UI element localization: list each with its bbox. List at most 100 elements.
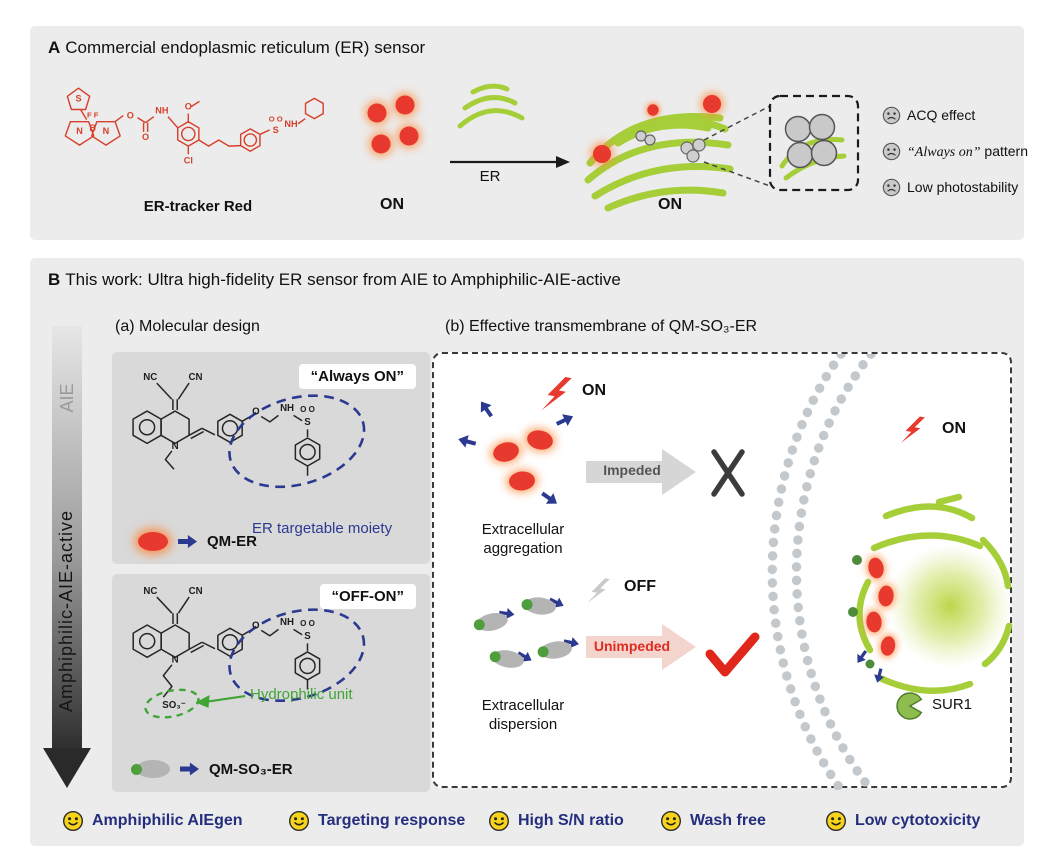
aie-axis-arrow — [52, 326, 82, 750]
er-tracker-name: ER-tracker Red — [143, 198, 253, 215]
smiley-icon — [488, 810, 510, 832]
zoom-box — [768, 94, 860, 192]
card-qm-er: “Always ON” — [112, 352, 430, 564]
atom-label: O — [252, 620, 260, 631]
sur1-label: SUR1 — [932, 696, 973, 713]
atom-label: NC — [143, 586, 157, 597]
aggregation-label: Extracellular aggregation — [481, 521, 565, 557]
atom-label: NH — [155, 106, 168, 116]
atom-label: NH — [284, 119, 297, 129]
atom-label: O — [142, 132, 149, 142]
er-tracker-bonds — [64, 87, 324, 155]
er-moiety-ellipse — [228, 608, 366, 702]
panel-a-label: A — [48, 38, 61, 57]
qm-so3-bonds — [132, 596, 321, 698]
magnify-lines — [703, 105, 771, 187]
panel-a-scene — [350, 83, 860, 212]
reaction-arrow — [450, 156, 570, 168]
state-on-left: ON — [380, 196, 404, 213]
er-mini-icon — [457, 83, 525, 129]
atom-label: N — [172, 441, 179, 452]
atom-label: O O — [269, 115, 283, 124]
axis-label-amphiphilic: Amphiphilic-AIE-active — [56, 509, 76, 713]
atom-label: S — [304, 417, 311, 428]
heading-transmembrane: (b) Effective transmembrane of QM-SO₃-ER — [445, 318, 758, 335]
benefit-text: Low cytotoxicity — [855, 812, 981, 829]
transmembrane-scene — [456, 354, 1013, 790]
transmembrane-box: ON Extracellular aggregation Impeded OFF… — [432, 352, 1013, 790]
state-on-outside: ON — [582, 382, 606, 399]
smiley-icon — [825, 810, 847, 832]
drawback-always-on: “Always on” pattern — [882, 142, 1028, 161]
cell-membrane — [767, 354, 876, 790]
hydrophilic-dot-icon — [131, 763, 142, 775]
impeded-label: Impeded — [603, 462, 661, 478]
unimpeded-arrow — [586, 624, 696, 670]
atom-label: S — [75, 93, 81, 103]
atom-label: O O — [300, 619, 315, 628]
drawback-text: ACQ effect — [907, 106, 976, 123]
aie-dot-off-icon — [131, 760, 170, 778]
er-lumen-glow — [888, 544, 1012, 668]
check-icon — [705, 632, 760, 677]
smiley-icon — [660, 810, 682, 832]
smiley-icon — [62, 810, 84, 832]
sad-face-icon — [882, 142, 901, 161]
aggregate-dots-on — [365, 93, 421, 156]
benefit-text: Wash free — [690, 812, 766, 829]
atom-label: Cl — [184, 155, 193, 165]
qm-er-bonds — [132, 382, 321, 476]
benefit-wash-free: Wash free — [660, 810, 766, 832]
state-off-outside: OFF — [624, 578, 656, 595]
sur1-protein-icon — [896, 692, 923, 720]
atom-label: NC — [143, 372, 157, 383]
er-moiety-ellipse — [228, 394, 366, 489]
benefit-sn-ratio: High S/N ratio — [488, 810, 624, 832]
atom-label: O — [127, 111, 134, 121]
dispersion-label: Extracellular dispersion — [481, 697, 565, 733]
atom-label: O — [252, 406, 260, 417]
drawback-photostability: Low photostability — [882, 178, 1018, 197]
qm-er-legend: QM-ER — [138, 532, 257, 551]
benefit-text: Targeting response — [318, 812, 466, 829]
badge-off-on: “OFF-ON” — [319, 584, 416, 609]
state-on-right: ON — [658, 196, 682, 213]
atom-label: B — [89, 123, 96, 133]
qm-so3-legend: QM-SO₃-ER — [131, 760, 293, 778]
benefit-text: Amphiphilic AIEgen — [92, 812, 243, 829]
panel-a-title-text: Commercial endoplasmic reticulum (ER) se… — [65, 38, 426, 57]
atom-label: CN — [189, 586, 203, 597]
qm-so3-name: QM-SO₃-ER — [209, 760, 293, 778]
er-network — [856, 493, 1013, 694]
atom-label: SO₃⁻ — [162, 700, 186, 711]
heading-molecular-design: (a) Molecular design — [115, 318, 260, 335]
atom-label: O — [185, 102, 192, 112]
card-qm-so3-er: “OFF-ON” — [112, 574, 430, 792]
lightning-on-icon — [900, 414, 925, 447]
targeting-arrow-icon — [180, 762, 199, 776]
dispersion-cluster — [471, 591, 582, 672]
targeting-arrow-icon — [178, 535, 197, 548]
acq-aggregate-zoom — [784, 113, 838, 169]
atom-label: S — [273, 125, 279, 135]
drawback-text: “Always on” pattern — [907, 142, 1028, 160]
qm-so3-er-structure: NC CN N O NH S O O SO₃⁻ — [132, 586, 366, 719]
drawback-acq: ACQ effect — [882, 106, 975, 125]
atom-label: NH — [280, 617, 294, 628]
er-tracker-structure: S F F B N N O O Cl NH O S O O NH — [64, 87, 324, 165]
aie-axis-arrowhead — [43, 748, 91, 788]
unimpeded-label: Unimpeded — [593, 638, 671, 654]
lightning-on-icon — [541, 374, 572, 415]
state-on-inside: ON — [942, 420, 966, 437]
axis-label-aie: AIE — [57, 383, 77, 413]
sad-face-icon — [882, 178, 901, 197]
aggregation-cluster — [456, 397, 576, 509]
blocked-x-icon — [711, 449, 745, 497]
lightning-off-icon — [587, 576, 610, 607]
atom-label: CN — [189, 372, 203, 383]
hydrophilic-label: Hydrophilic unit — [250, 686, 353, 703]
atom-label: F F — [87, 111, 99, 120]
badge-always-on: “Always ON” — [298, 364, 416, 389]
